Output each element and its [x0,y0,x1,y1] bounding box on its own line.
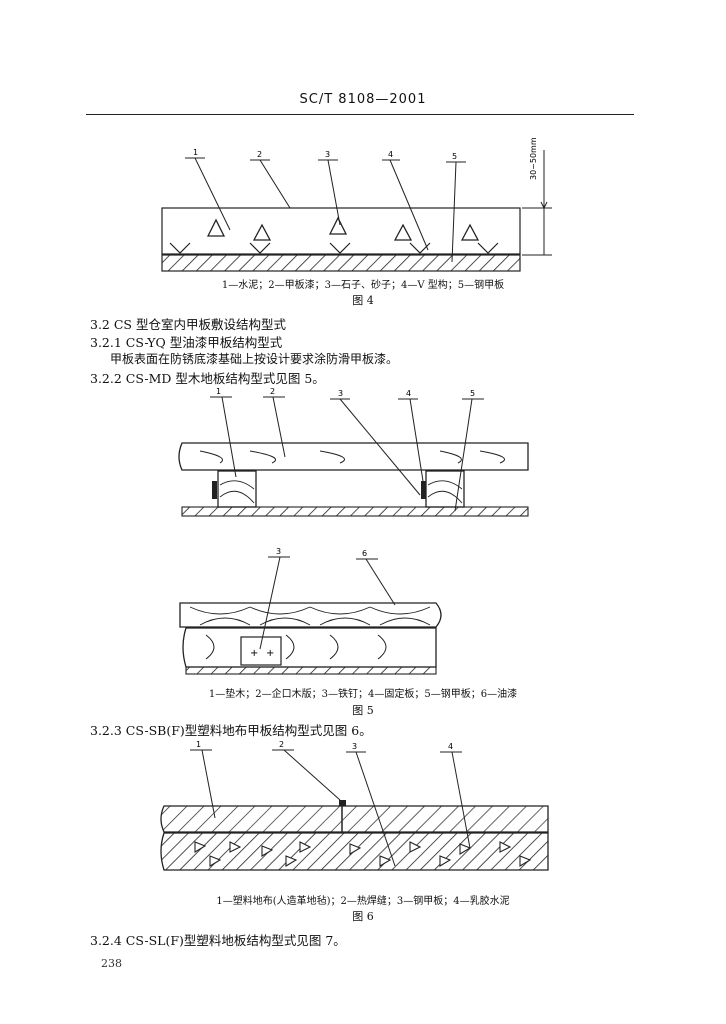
section-3-2-heading: 3.2 CS 型仓室内甲板敷设结构型式 [90,317,286,332]
fig5-label: 3 [338,389,343,398]
section-3-2-4-heading: 3.2.4 CS-SL(F)型塑料地板结构型式见图 7。 [90,933,346,948]
section-3-2-1-body: 甲板表面在防锈底漆基础上按设计要求涂防滑甲板漆。 [110,352,399,366]
fig4-label: 4 [388,150,393,159]
fig5-title: 图 5 [352,704,374,717]
header-rule [86,114,634,115]
section-3-2-2-heading: 3.2.2 CS-MD 型木地板结构型式见图 5。 [90,371,325,386]
fig6-label: 3 [352,742,357,751]
fig4-label: 1 [193,148,198,157]
page-header: SC/T 8108—2001 [299,92,427,107]
fig5-label: 1 [216,387,221,396]
fig5-label: 4 [406,389,411,398]
section-3-2-3-heading: 3.2.3 CS-SB(F)型塑料地布甲板结构型式见图 6。 [90,723,372,738]
section-3-2-1-heading: 3.2.1 CS-YQ 型油漆甲板结构型式 [90,335,283,350]
fig4-label: 3 [325,150,330,159]
page-number: 238 [101,957,122,970]
fig5-label: 6 [362,549,367,558]
fig4-label: 2 [257,150,262,159]
fig5-caption: 1—垫木；2—企口木版；3—铁钉；4—固定板；5—钢甲板；6—油漆 [208,689,518,700]
svg-text:+: + [266,648,274,659]
figure-4-diagram: 30~50mm 1 2 3 4 5 [161,137,552,272]
svg-text:+: + [250,648,258,659]
figure-6-diagram: 1 2 3 4 [160,740,549,871]
figure-5-top-diagram: 1 2 3 4 5 [178,387,529,517]
fig6-caption: 1—塑料地布(人造革地毡)；2—热焊缝；3—钢甲板；4—乳胶水泥 [216,896,510,907]
fig5-label: 3 [276,547,281,556]
fig4-label: 5 [452,152,457,161]
fig5-label: 5 [470,389,475,398]
fig6-label: 1 [196,740,201,749]
fig6-label: 2 [279,740,284,749]
fig6-title: 图 6 [352,910,374,923]
fig4-title: 图 4 [352,294,374,307]
figure-5-bottom-diagram: + + 3 6 [179,547,442,675]
fig4-dimension: 30~50mm [529,137,538,180]
fig4-caption: 1—水泥；2—甲板漆；3—石子、砂子；4—V 型构；5—钢甲板 [221,280,505,291]
fig6-label: 4 [448,742,453,751]
fig5-label: 2 [270,387,275,396]
